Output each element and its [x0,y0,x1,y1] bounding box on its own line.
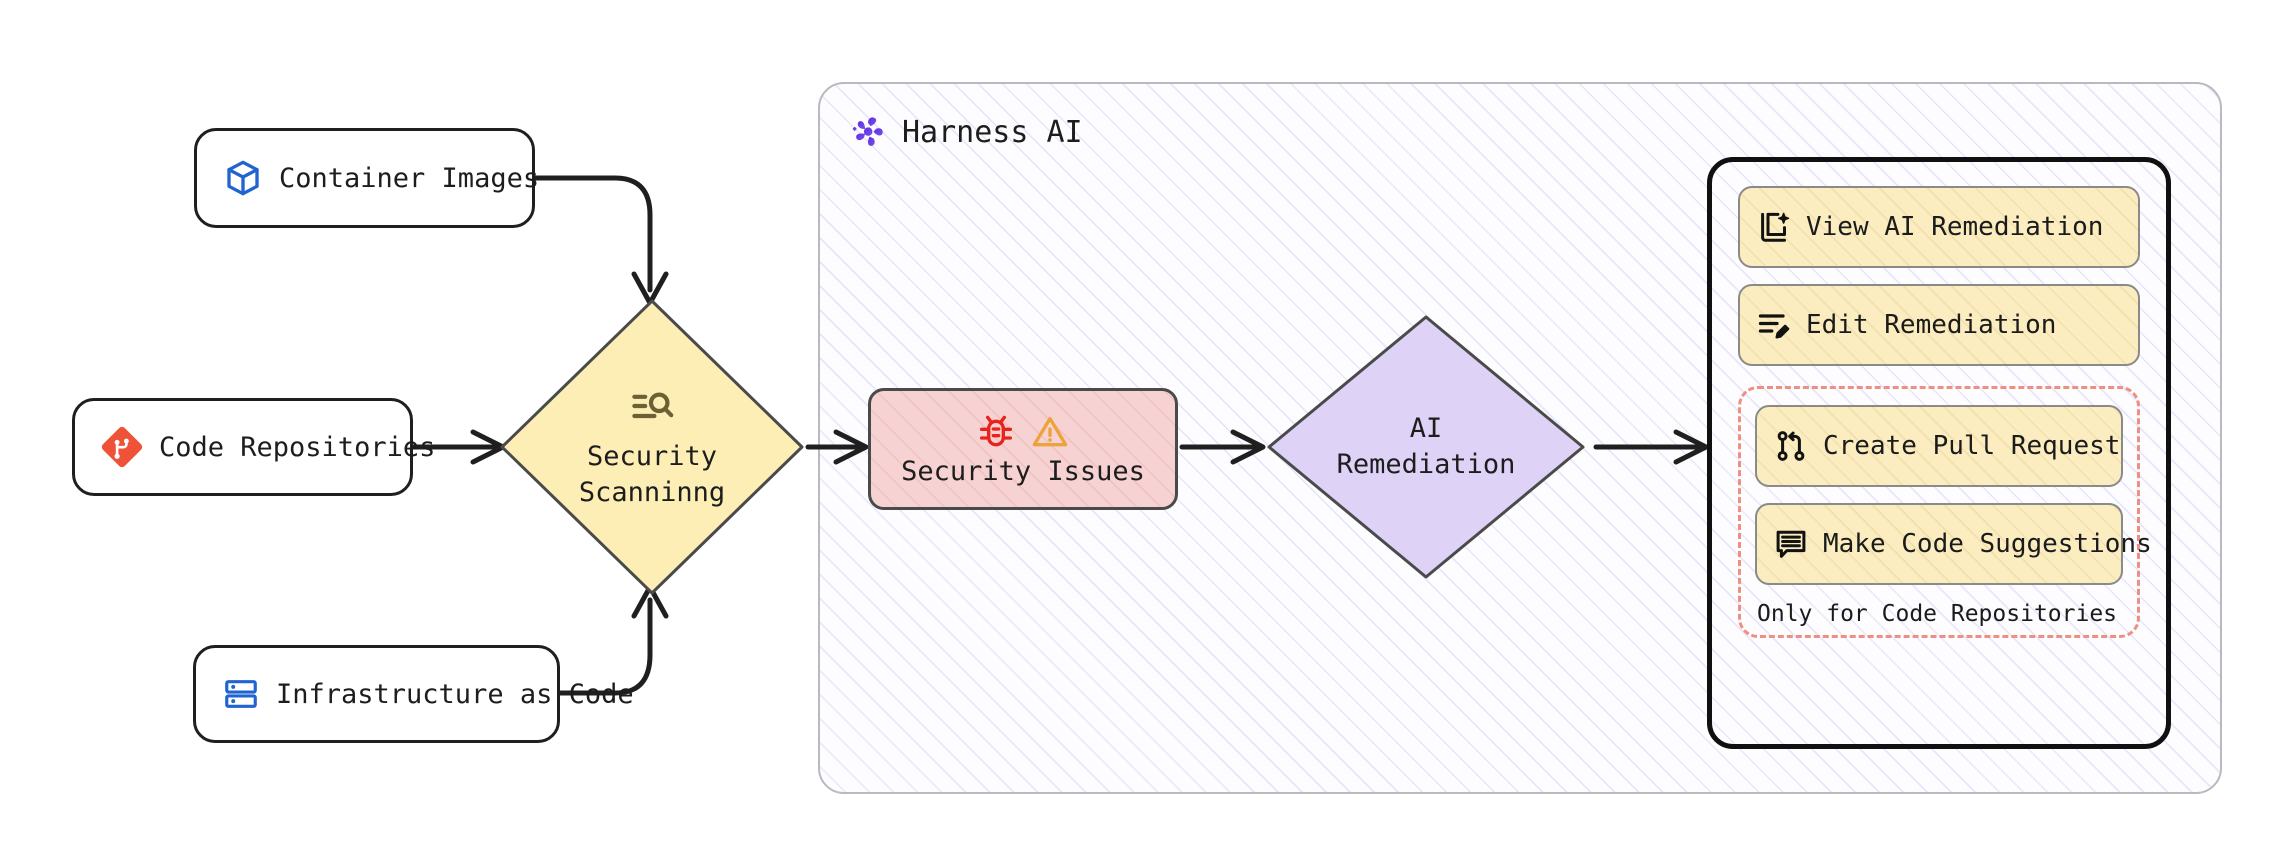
pull-request-icon [1773,428,1809,464]
action-edit-remediation[interactable]: Edit Remediation [1738,284,2140,366]
arrowhead-scanning-to-issues [833,429,869,465]
harness-ai-title: Harness AI [902,114,1083,150]
node-label: Container Images [279,162,540,194]
edit-lines-pencil-icon [1756,307,1792,343]
bug-icon [976,412,1016,452]
action-label: Make Code Suggestions [1823,529,2152,559]
node-security-issues[interactable]: Security Issues [868,388,1178,510]
node-container-images[interactable]: Container Images [194,128,539,228]
book-sparkle-icon [1756,209,1792,245]
action-view-ai-remediation[interactable]: View AI Remediation [1738,186,2140,268]
action-make-code-suggestions[interactable]: Make Code Suggestions [1755,503,2152,585]
security-issues-label: Security Issues [901,455,1145,487]
node-ai-remediation[interactable]: AI Remediation [1264,312,1588,582]
node-infrastructure-as-code[interactable]: Infrastructure as Code [193,645,634,743]
edge-iac-to-scanning [557,597,653,696]
cube-icon [223,158,263,198]
action-label: Create Pull Request [1823,431,2121,461]
edge-container-to-scanning [532,175,653,293]
repo-only-note: Only for Code Repositories [1757,601,2118,627]
harness-pinwheel-logo-icon [848,112,888,152]
harness-ai-header: Harness AI [848,112,1083,152]
remediation-actions-list: View AI Remediation Edit Remediation [1712,162,2166,744]
node-code-repositories[interactable]: Code Repositories [72,398,435,496]
remediation-actions-panel: View AI Remediation Edit Remediation [1707,157,2171,749]
node-label: Code Repositories [159,431,436,463]
arrowhead-issues-to-remediation [1230,429,1266,465]
action-label: Edit Remediation [1806,310,2057,340]
node-security-scanning[interactable]: Security Scanninng [496,295,808,599]
arrowhead-remediation-to-actions [1673,429,1709,465]
node-label: Infrastructure as Code [276,678,634,710]
security-scanning-shape [500,299,804,595]
server-stack-icon [222,675,260,713]
comment-lines-icon [1773,526,1809,562]
warning-triangle-icon [1030,412,1070,452]
ai-remediation-shape [1267,315,1585,579]
security-issues-icons [976,412,1070,452]
action-create-pull-request[interactable]: Create Pull Request [1755,405,2123,487]
action-label: View AI Remediation [1806,212,2104,242]
git-icon [101,426,143,468]
repo-only-actions-group: Create Pull Request Make Code Suggestion… [1738,386,2152,638]
